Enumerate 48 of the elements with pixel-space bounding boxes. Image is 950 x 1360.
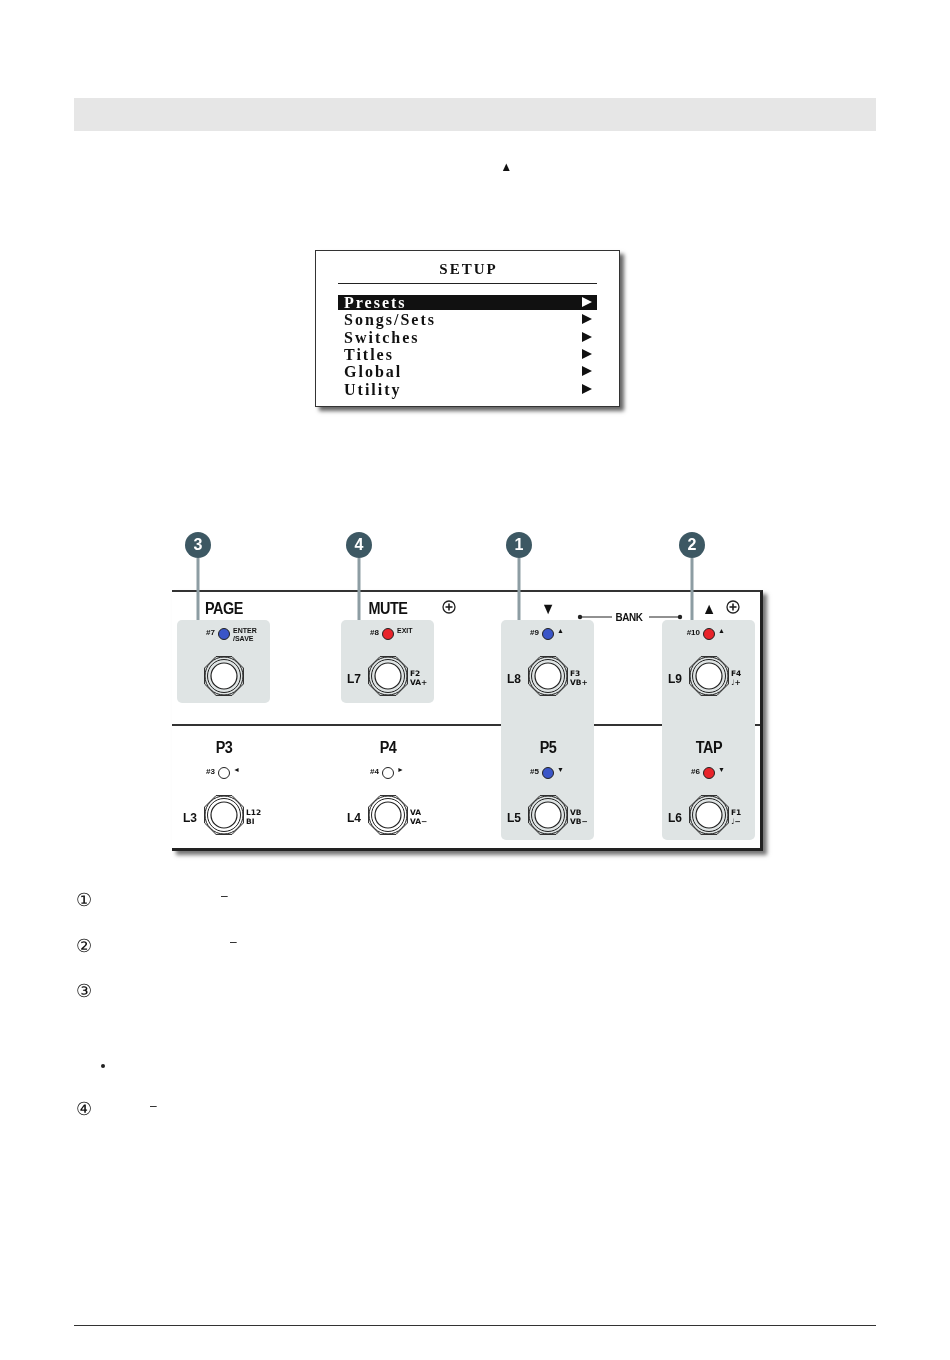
switch-name: TAP	[695, 739, 723, 757]
menu-item: Titles	[344, 346, 394, 363]
leader-line	[690, 558, 694, 620]
switch-name: ▼	[541, 600, 555, 618]
switch-name: ▲	[702, 600, 716, 618]
switch-number: #5	[530, 767, 539, 776]
list-number: ②	[76, 935, 92, 957]
switch-name: MUTE	[368, 600, 408, 618]
switch-number: #4	[370, 767, 379, 776]
menu-item: Switches	[344, 329, 420, 346]
menu-item: Global	[344, 364, 403, 381]
menu-item: Utility	[344, 381, 402, 398]
callout-number: 3	[185, 532, 211, 558]
switch-name: P4	[379, 739, 397, 757]
loop-label: L9	[668, 672, 682, 686]
menu-item: Presets	[344, 295, 407, 311]
leader-line	[196, 558, 200, 620]
list-number: ①	[76, 889, 92, 911]
switch-number: #7	[206, 628, 215, 637]
callout-number: 2	[679, 532, 705, 558]
list-number: ③	[76, 980, 92, 1002]
loop-label: L7	[347, 672, 361, 686]
switch-name: P5	[539, 739, 557, 757]
switch-number: #3	[206, 767, 215, 776]
dash: –	[150, 1099, 157, 1113]
triangle-symbol: ▲	[500, 159, 512, 174]
menu-item: Songs/Sets	[344, 312, 437, 329]
dash: –	[221, 889, 228, 903]
switch-name: P3	[215, 739, 233, 757]
leader-line	[517, 558, 521, 620]
display-screen	[315, 250, 620, 407]
loop-label: L3	[183, 811, 197, 825]
list-number: ④	[76, 1098, 92, 1120]
switch-name: PAGE	[205, 600, 243, 618]
callout-number: 1	[506, 532, 532, 558]
loop-label: L5	[507, 811, 521, 825]
screen-title: SETUP	[439, 261, 498, 277]
callout-number: 4	[346, 532, 372, 558]
bank-label: BANK	[615, 611, 643, 623]
dash: –	[230, 935, 237, 949]
switch-number: #6	[691, 767, 700, 776]
leader-line	[357, 558, 361, 620]
loop-label: L6	[668, 811, 682, 825]
loop-label: L8	[507, 672, 521, 686]
switch-number: #8	[370, 628, 379, 637]
loop-label: L4	[347, 811, 361, 825]
switch-number: #9	[530, 628, 539, 637]
switch-number: #10	[686, 628, 700, 637]
